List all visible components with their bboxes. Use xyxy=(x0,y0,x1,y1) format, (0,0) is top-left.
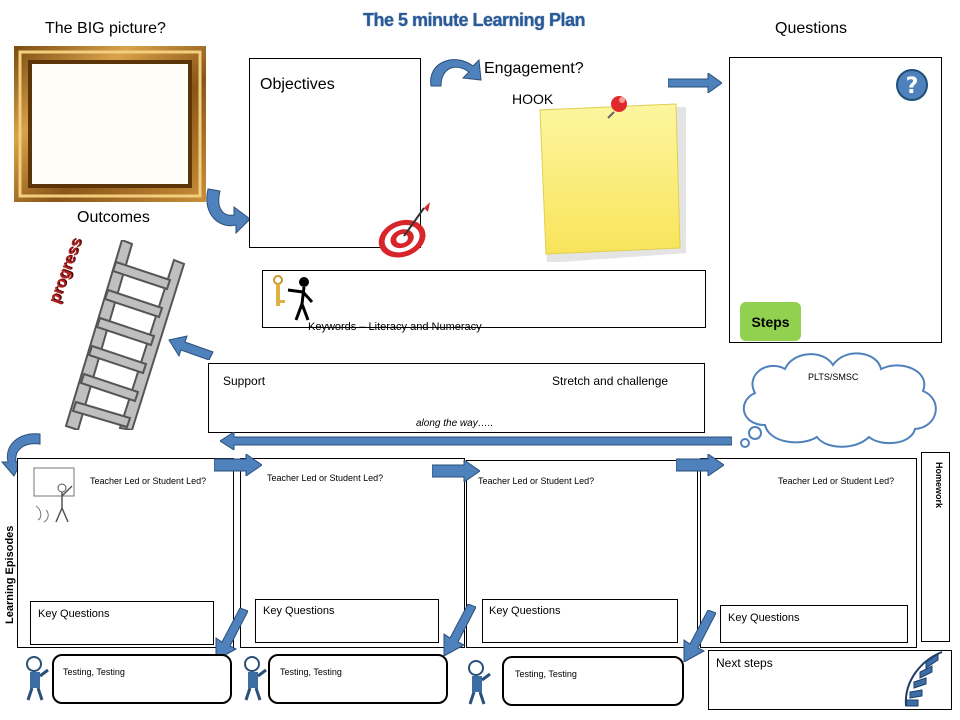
sticky-note-icon xyxy=(536,96,687,263)
objectives-box[interactable] xyxy=(249,58,421,248)
stretch-label: Stretch and challenge xyxy=(552,374,669,388)
learning-episodes-label: Learning Episodes xyxy=(4,525,16,624)
objectives-label: Objectives xyxy=(260,76,335,93)
outcomes-label: Outcomes xyxy=(77,209,150,226)
testing-label-3: Testing, Testing xyxy=(515,669,577,679)
testing-label-2: Testing, Testing xyxy=(280,667,342,677)
homework-box[interactable] xyxy=(921,452,950,642)
engagement-label: Engagement? xyxy=(484,60,584,77)
homework-label: Homework xyxy=(934,462,944,509)
teacher-icon xyxy=(32,466,82,524)
question-mark-icon: ? xyxy=(895,68,929,102)
episode-1-heading: Teacher Led or Student Led? xyxy=(90,476,207,486)
steps-button[interactable]: Steps xyxy=(740,302,801,341)
target-icon xyxy=(374,200,434,260)
testing-callout-3[interactable] xyxy=(502,656,684,706)
questions-label: Questions xyxy=(775,20,848,37)
support-box[interactable] xyxy=(208,363,705,433)
support-label: Support xyxy=(223,374,266,388)
staircase-icon xyxy=(902,650,948,708)
key-questions-label-1: Key Questions xyxy=(38,608,110,620)
left-arrow-icon xyxy=(219,431,733,451)
detective-icon xyxy=(464,660,496,706)
key-questions-label-3: Key Questions xyxy=(489,605,561,617)
down-arrow-icon xyxy=(212,607,249,661)
episode-2-heading: Teacher Led or Student Led? xyxy=(267,473,384,483)
hook-label: HOOK xyxy=(512,91,554,107)
cloud-icon xyxy=(735,345,943,453)
pushpin-icon xyxy=(604,92,632,120)
keywords-label: Keywords – Literacy and Numeracy xyxy=(308,321,482,333)
detective-icon xyxy=(22,656,54,702)
key-questions-box-3[interactable] xyxy=(482,599,678,643)
questions-box[interactable] xyxy=(729,57,942,343)
picture-frame-icon xyxy=(14,46,206,202)
along-the-way-label: along the way….. xyxy=(416,418,494,429)
svg-text:?: ? xyxy=(906,74,919,99)
left-arrow-icon xyxy=(167,330,215,361)
right-arrow-icon xyxy=(675,453,725,477)
big-picture-label: The BIG picture? xyxy=(45,20,166,37)
key-questions-label-2: Key Questions xyxy=(263,605,335,617)
right-arrow-icon xyxy=(667,72,723,94)
next-steps-label: Next steps xyxy=(716,656,773,670)
down-arrow-icon xyxy=(680,609,717,663)
testing-callout-1[interactable] xyxy=(52,654,232,704)
key-questions-label-4: Key Questions xyxy=(728,612,800,624)
key-questions-box-1[interactable] xyxy=(30,601,214,645)
episode-4-heading: Teacher Led or Student Led? xyxy=(778,476,895,486)
key-figure-icon xyxy=(268,274,318,322)
curved-arrow-icon xyxy=(202,185,252,239)
right-arrow-icon xyxy=(431,459,481,483)
curved-arrow-icon xyxy=(425,52,485,88)
key-questions-box-4[interactable] xyxy=(720,605,908,643)
page-title: The 5 minute Learning Plan xyxy=(363,10,586,30)
detective-icon xyxy=(240,656,272,702)
ladder-icon xyxy=(60,238,190,432)
key-questions-box-2[interactable] xyxy=(255,599,439,643)
down-arrow-icon xyxy=(440,603,477,657)
plts-label: PLTS/SMSC xyxy=(808,372,859,382)
keywords-box[interactable] xyxy=(262,270,706,328)
episode-3-heading: Teacher Led or Student Led? xyxy=(478,476,595,486)
testing-callout-2[interactable] xyxy=(268,654,448,704)
right-arrow-icon xyxy=(213,453,263,477)
testing-label-1: Testing, Testing xyxy=(63,667,125,677)
